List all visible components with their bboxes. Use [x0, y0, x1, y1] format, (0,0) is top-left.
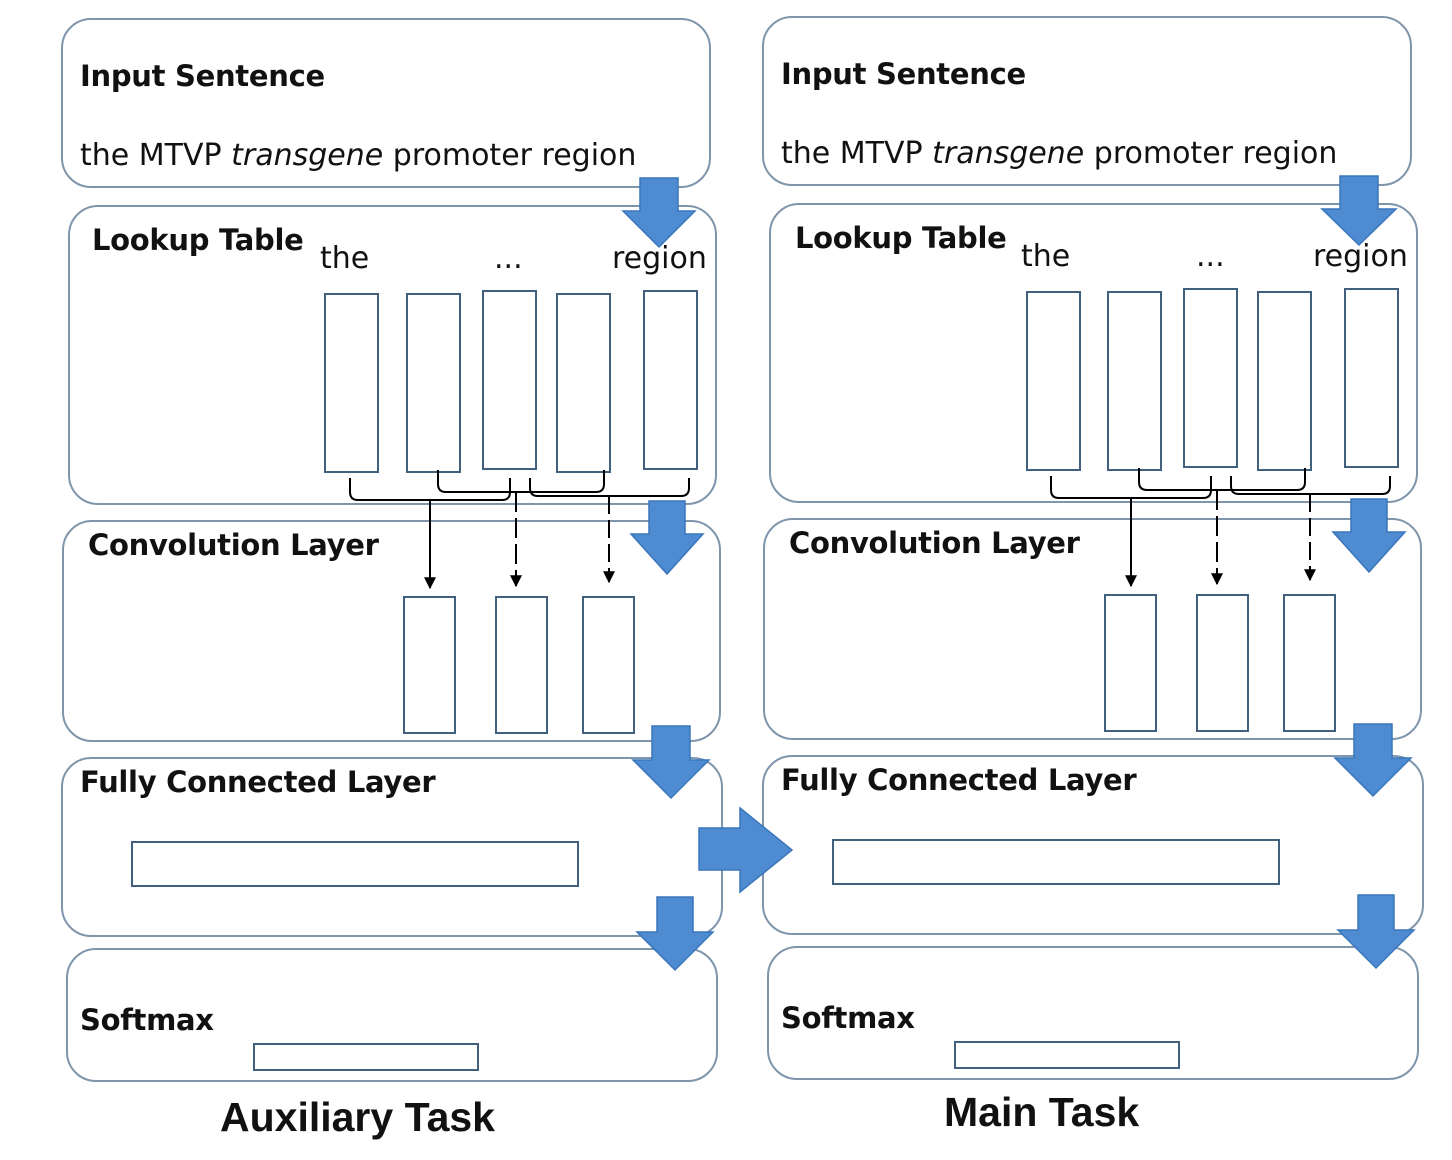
aux-sentence-post: promoter region	[383, 138, 637, 173]
aux-feature-map	[403, 596, 456, 734]
main-word-embedding	[1026, 291, 1081, 471]
aux-input-title: Input Sentence	[80, 59, 325, 93]
main-input-title: Input Sentence	[781, 57, 1026, 91]
main-sentence-post: promoter region	[1084, 136, 1338, 171]
main-word-embedding	[1344, 288, 1399, 468]
aux-sentence-italic: transgene	[231, 138, 384, 173]
main-sentence-pre: the MTVP	[781, 136, 933, 171]
aux-task-label: Auxiliary Task	[220, 1094, 495, 1140]
aux-word-embedding	[556, 293, 611, 473]
main-input-panel	[762, 16, 1412, 186]
aux-softmax-vector	[253, 1043, 479, 1071]
aux-word-embedding	[324, 293, 379, 473]
main-feature-map	[1104, 594, 1157, 732]
aux-word-first: the	[320, 241, 370, 276]
main-input-sentence: the MTVP transgene promoter region	[781, 139, 1337, 169]
main-feature-map	[1283, 594, 1336, 732]
main-word-last: region	[1313, 239, 1408, 274]
aux-feature-map	[582, 596, 635, 734]
main-word-first: the	[1021, 239, 1071, 274]
main-word-ellipsis: ...	[1196, 239, 1225, 274]
main-word-embedding	[1183, 288, 1238, 468]
aux-feature-map	[495, 596, 548, 734]
aux-sentence-pre: the MTVP	[80, 138, 232, 173]
main-feature-map	[1196, 594, 1249, 732]
main-task-label: Main Task	[944, 1089, 1140, 1135]
aux-input-panel	[61, 18, 711, 188]
main-lookup-title: Lookup Table	[795, 221, 1007, 255]
main-word-embedding	[1107, 291, 1162, 471]
main-fully-connected-vector	[832, 839, 1280, 885]
aux-lookup-title: Lookup Table	[92, 223, 304, 257]
aux-input-sentence: the MTVP transgene promoter region	[80, 141, 636, 171]
aux-word-embedding	[406, 293, 461, 473]
main-convolution-title: Convolution Layer	[789, 526, 1080, 560]
aux-word-embedding	[482, 290, 537, 470]
main-softmax-vector	[954, 1041, 1180, 1069]
aux-fully-connected-vector	[131, 841, 579, 887]
aux-word-last: region	[612, 241, 707, 276]
main-fully-connected-title: Fully Connected Layer	[781, 763, 1137, 797]
aux-convolution-title: Convolution Layer	[88, 528, 379, 562]
aux-word-embedding	[643, 290, 698, 470]
main-word-embedding	[1257, 291, 1312, 471]
aux-word-ellipsis: ...	[494, 241, 523, 276]
aux-softmax-title: Softmax	[80, 1003, 214, 1037]
main-softmax-title: Softmax	[781, 1001, 915, 1035]
aux-fully-connected-title: Fully Connected Layer	[80, 765, 436, 799]
main-sentence-italic: transgene	[932, 136, 1085, 171]
